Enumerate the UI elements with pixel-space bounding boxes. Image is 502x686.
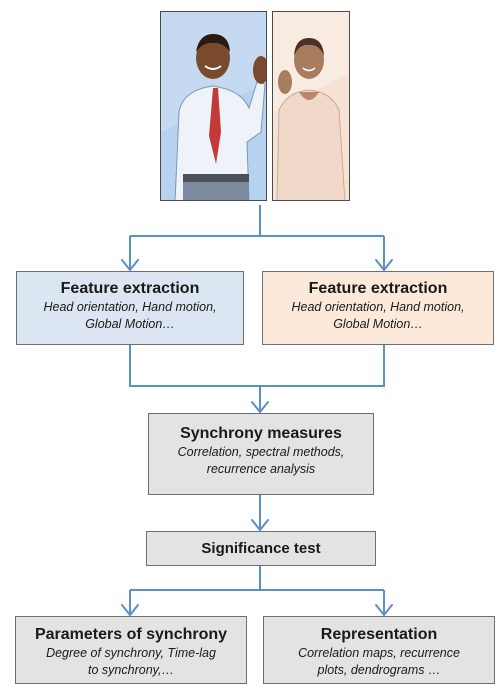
man-figure-panel — [160, 11, 267, 201]
synchrony-measures-line-1: Correlation, spectral methods, — [177, 445, 345, 459]
woman-figure — [273, 12, 349, 200]
connector-figures-split — [130, 205, 384, 237]
woman-figure-panel — [272, 11, 350, 201]
parameters-of-synchrony-title: Parameters of synchrony — [34, 626, 228, 643]
feature-extraction-right-line-2: Global Motion… — [333, 317, 423, 331]
feature-extraction-left-title: Feature extraction — [60, 280, 200, 297]
parameters-of-synchrony-box: Parameters of synchrony Degree of synchr… — [15, 616, 247, 684]
synchrony-measures-line-2: recurrence analysis — [206, 462, 316, 476]
arrowhead-significance — [251, 519, 269, 532]
representation-line-1: Correlation maps, recurrence — [298, 646, 460, 660]
arrowhead-synchrony — [251, 401, 269, 414]
parameters-of-synchrony-line-1: Degree of synchrony, Time-lag — [46, 646, 216, 660]
parameters-of-synchrony-line-2: to synchrony,… — [88, 663, 174, 677]
feature-extraction-right-title: Feature extraction — [308, 280, 448, 297]
feature-extraction-left-line-1: Head orientation, Hand motion, — [43, 300, 217, 314]
feature-extraction-right-line-1: Head orientation, Hand motion, — [291, 300, 465, 314]
connector-features-merge — [129, 345, 385, 412]
arrowhead-feature-left — [121, 259, 139, 272]
feature-extraction-left-box: Feature extraction Head orientation, Han… — [16, 271, 244, 345]
arrowhead-parameters — [121, 604, 139, 617]
connector-significance-split — [130, 566, 384, 591]
synchrony-measures-box: Synchrony measures Correlation, spectral… — [148, 413, 374, 495]
representation-box: Representation Correlation maps, recurre… — [263, 616, 495, 684]
arrowhead-feature-right — [375, 259, 393, 272]
representation-title: Representation — [320, 626, 438, 643]
significance-test-title: Significance test — [201, 540, 321, 557]
synchrony-measures-title: Synchrony measures — [180, 425, 342, 442]
significance-test-box: Significance test — [146, 531, 376, 566]
representation-line-2: plots, dendrograms … — [317, 663, 441, 677]
feature-extraction-left-line-2: Global Motion… — [85, 317, 175, 331]
arrowhead-representation — [375, 604, 393, 617]
feature-extraction-right-box: Feature extraction Head orientation, Han… — [262, 271, 494, 345]
man-figure — [161, 12, 266, 200]
